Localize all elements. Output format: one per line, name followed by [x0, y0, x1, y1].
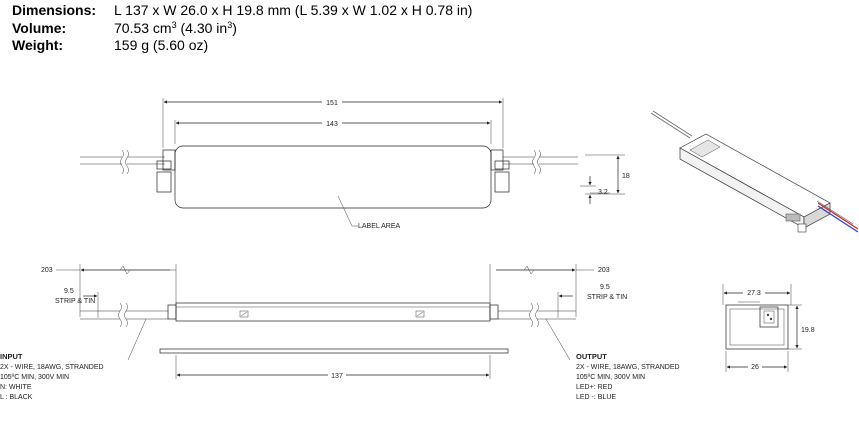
dim-width-27-3: 27.3: [747, 290, 761, 297]
dim-overall-length: 151: [326, 100, 338, 107]
input-line-3: N: WHITE: [0, 384, 32, 391]
iso-view: [650, 110, 859, 233]
dimensions-value: L 137 x W 26.0 x H 19.8 mm (L 5.39 x W 1…: [114, 2, 473, 18]
weight-label: Weight:: [12, 37, 64, 53]
weight-value: 159 g (5.60 oz): [114, 37, 209, 53]
dim-width-26: 26: [751, 364, 759, 371]
input-title: INPUT: [0, 352, 23, 361]
volume-imperial-exp: 3: [227, 20, 233, 30]
volume-label: Volume:: [12, 20, 67, 36]
strip-left-value: 9.5: [64, 288, 74, 295]
output-title: OUTPUT: [576, 352, 607, 361]
output-wire-note: OUTPUT 2X - WIRE, 18AWG, STRANDED 105ºC …: [576, 352, 680, 401]
volume-metric-exp: 3: [171, 20, 177, 30]
input-wire-note: INPUT 2X - WIRE, 18AWG, STRANDED 105ºC M…: [0, 352, 104, 401]
volume-value: 70.53 cm3 (4.30 in3): [114, 20, 237, 36]
dim-body-length: 143: [326, 121, 338, 128]
volume-metric: 70.53 cm: [114, 20, 172, 36]
output-line-1: 2X - WIRE, 18AWG, STRANDED: [576, 364, 680, 371]
strip-right-value: 9.5: [600, 284, 610, 291]
end-view: 27.3 19.8 26: [722, 284, 815, 372]
top-view: 151 143 18 3.2 LABEL AREA: [80, 97, 630, 230]
volume-close: ): [232, 20, 237, 36]
strip-right-text: STRIP & TIN: [587, 294, 627, 301]
volume-imperial: (4.30 in: [176, 20, 228, 36]
strip-left-text: STRIP & TIN: [55, 298, 95, 305]
output-line-3: LED+: RED: [576, 384, 612, 391]
input-line-1: 2X - WIRE, 18AWG, STRANDED: [0, 364, 104, 371]
side-view: 203 9.5 STRIP & TIN: [41, 264, 627, 380]
output-line-4: LED -: BLUE: [576, 394, 616, 401]
dim-height-19-8: 19.8: [801, 327, 815, 334]
dim-body-137: 137: [331, 373, 343, 380]
dim-height-18: 18: [622, 173, 630, 180]
input-line-4: L : BLACK: [0, 394, 33, 401]
label-area-note: LABEL AREA: [358, 223, 400, 230]
dim-left-lead: 203: [41, 267, 53, 274]
output-line-2: 105ºC MIN, 300V MIN: [576, 374, 645, 381]
dim-right-lead: 203: [598, 267, 610, 274]
dimensions-label: Dimensions:: [12, 2, 97, 18]
input-line-2: 105ºC MIN, 300V MIN: [0, 374, 69, 381]
dim-offset-3-2: 3.2: [598, 189, 608, 196]
